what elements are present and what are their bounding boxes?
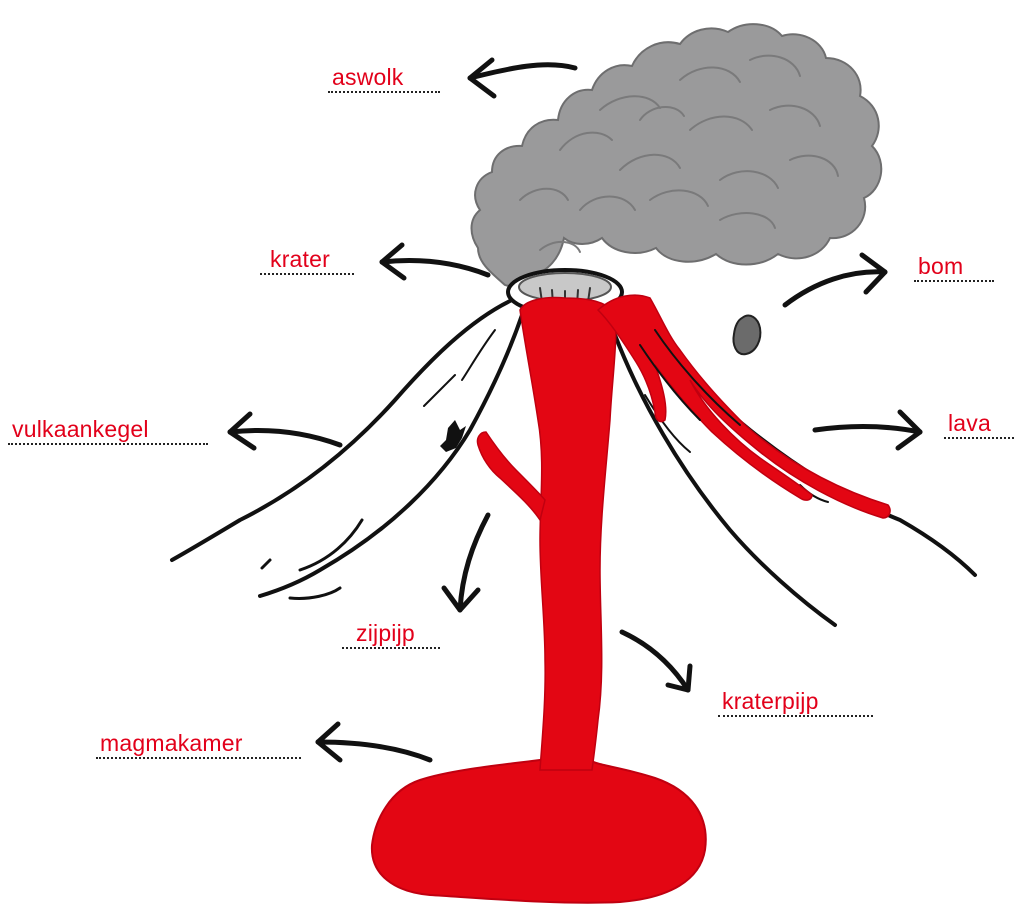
label-zijpijp-dotted-line (342, 647, 440, 649)
label-vulkaankegel-dotted-line (8, 443, 208, 445)
label-kraterpijp: kraterpijp (718, 688, 873, 717)
label-vulkaankegel-text: vulkaankegel (8, 416, 208, 442)
label-kraterpijp-dotted-line (718, 715, 873, 717)
arrow-magmakamer-icon (318, 724, 430, 760)
label-kraterpijp-text: kraterpijp (718, 688, 873, 714)
label-krater: krater (266, 246, 354, 275)
arrow-vulkaankegel-icon (230, 414, 340, 448)
label-bom: bom (914, 253, 994, 282)
label-vulkaankegel: vulkaankegel (8, 416, 208, 445)
crack-icon (440, 420, 466, 452)
main-conduit (520, 298, 616, 771)
label-magmakamer: magmakamer (96, 730, 301, 759)
volcanic-bomb-icon (734, 316, 761, 355)
label-bom-dotted-line (914, 280, 994, 282)
label-krater-text: krater (266, 246, 354, 272)
arrow-zijpijp-icon (444, 515, 488, 610)
arrow-krater-icon (382, 245, 488, 278)
label-lava-text: lava (944, 410, 1014, 436)
label-zijpijp-text: zijpijp (352, 620, 440, 646)
label-lava: lava (944, 410, 1014, 439)
label-aswolk: aswolk (328, 64, 440, 93)
label-zijpijp: zijpijp (352, 620, 440, 649)
arrow-bom-icon (785, 255, 885, 305)
side-vent (477, 432, 545, 520)
label-lava-dotted-line (944, 437, 1014, 439)
arrow-aswolk-icon (470, 60, 575, 96)
magma-chamber (372, 760, 706, 903)
arrow-lava-icon (815, 412, 920, 448)
label-magmakamer-dotted-line (96, 757, 301, 759)
label-bom-text: bom (914, 253, 994, 279)
label-magmakamer-text: magmakamer (96, 730, 301, 756)
label-krater-dotted-line (260, 273, 354, 275)
label-aswolk-dotted-line (328, 91, 440, 93)
label-aswolk-text: aswolk (328, 64, 440, 90)
arrow-kraterpijp-icon (622, 632, 690, 690)
